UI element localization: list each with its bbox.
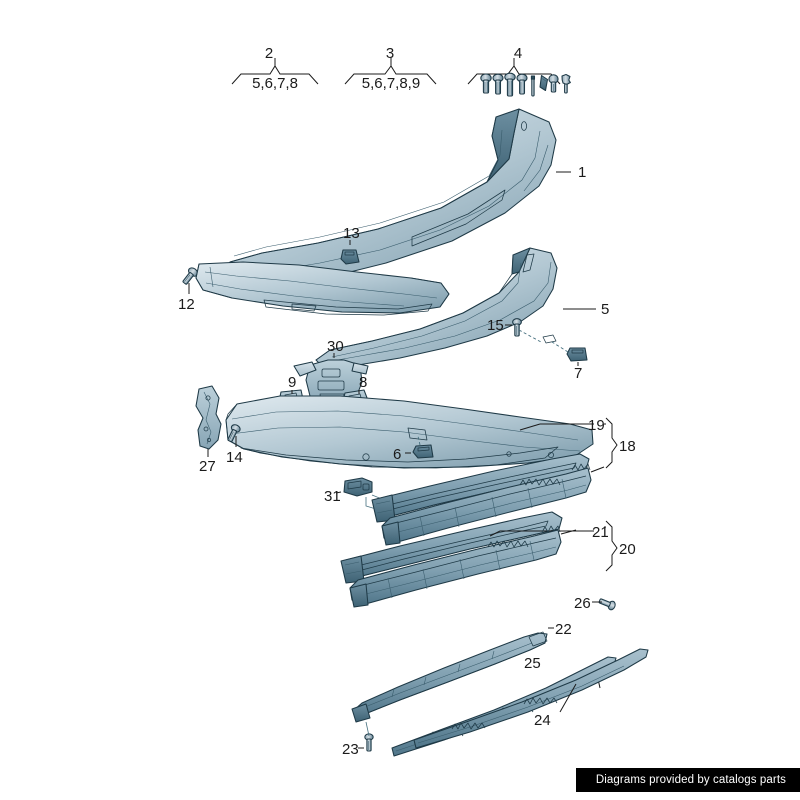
callout-12: 12 <box>178 296 195 313</box>
part-14-screw <box>227 424 241 447</box>
part-12-screw <box>182 267 199 294</box>
part-24-trim-strip-lower <box>413 648 649 749</box>
callout-15: 15 <box>487 317 504 334</box>
part-6-clip <box>405 435 434 459</box>
callout-27: 27 <box>199 458 216 475</box>
callout-18: 18 <box>619 438 636 455</box>
callout-23: 23 <box>342 741 359 758</box>
group-label-3-number: 3 <box>386 45 394 62</box>
part-26-screw <box>592 598 616 611</box>
part-31-sensor-clip <box>335 477 393 513</box>
callout-22: 22 <box>555 621 572 638</box>
group-label-3-sub-text: 5,6,7,8,9 <box>362 75 420 92</box>
callout-9: 9 <box>288 374 296 391</box>
callout-6: 6 <box>393 446 401 463</box>
callout-31: 31 <box>324 488 341 505</box>
part-15-screw <box>505 318 542 343</box>
callout-30: 30 <box>327 338 344 355</box>
group-header-4 <box>467 58 571 97</box>
callout-19: 19 <box>588 417 605 434</box>
part-22-trim-strip-upper <box>351 627 554 723</box>
callout-13: 13 <box>343 225 360 242</box>
part-20-absorber-lower-beam <box>349 525 577 608</box>
group-label-4-number: 4 <box>514 45 522 62</box>
callout-21: 21 <box>592 524 609 541</box>
brace-20 <box>604 520 618 572</box>
part-27-guide-bracket <box>195 385 222 457</box>
callout-7: 7 <box>574 365 582 382</box>
callout-26: 26 <box>574 595 591 612</box>
part-18-absorber-upper-beam <box>381 463 605 546</box>
part-23-screw <box>358 721 374 752</box>
callout-1: 1 <box>578 164 586 181</box>
fastener-icons <box>480 72 571 97</box>
callout-20: 20 <box>619 541 636 558</box>
watermark-text: Diagrams provided by catalogs parts <box>595 774 786 786</box>
part-7-clip <box>551 341 588 366</box>
part-13-clip <box>340 240 360 265</box>
callout-14: 14 <box>226 449 243 466</box>
group-header-3 <box>344 58 437 85</box>
callout-5: 5 <box>601 301 609 318</box>
callout-25: 25 <box>524 655 541 672</box>
group-label-2-sub: 5,6,7,8 <box>252 75 298 92</box>
watermark-banner: Diagrams provided by catalogs parts <box>575 768 800 792</box>
group-label-2-number: 2 <box>265 45 273 62</box>
part-3-bumper-cover-main <box>225 395 594 469</box>
callout-24: 24 <box>534 712 551 729</box>
group-header-2 <box>231 58 319 85</box>
callout-8: 8 <box>359 374 367 391</box>
part-2-bumper-cover-lower <box>195 261 450 316</box>
brace-18 <box>604 417 618 469</box>
